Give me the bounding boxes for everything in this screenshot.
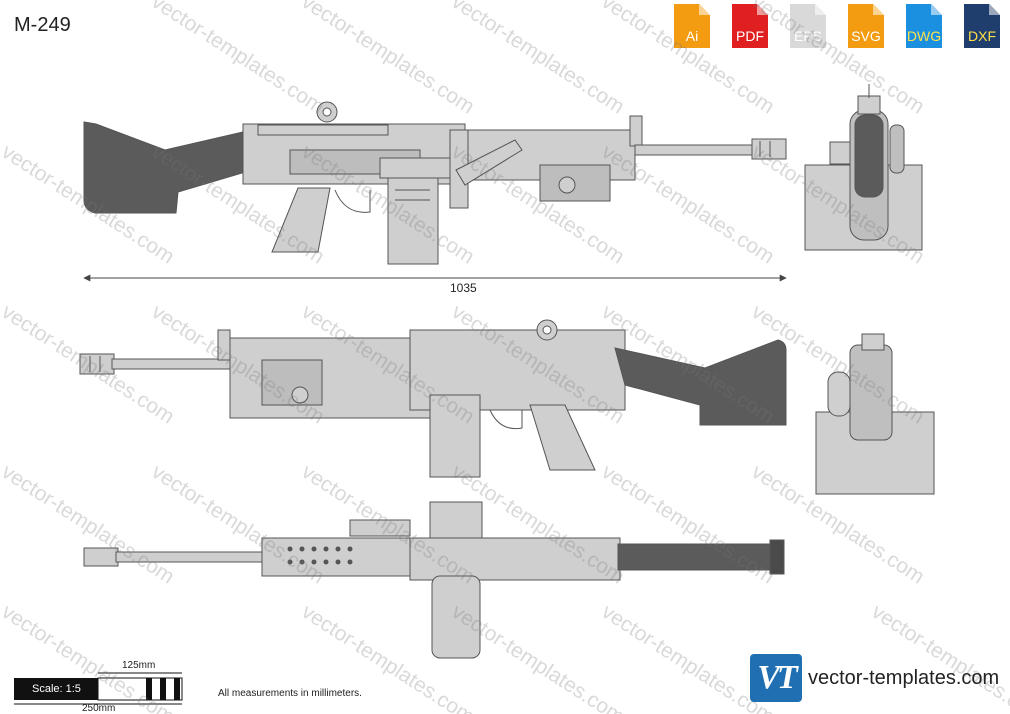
dimension-label: 1035 <box>450 281 477 295</box>
side-view-left <box>79 319 787 478</box>
rear-view <box>815 333 935 495</box>
scale-label: Scale: 1:5 <box>14 678 98 700</box>
magazine-left <box>429 394 481 478</box>
vt-logo-icon: VT <box>750 654 802 702</box>
side-view-right <box>83 101 787 265</box>
format-eps-label: EPS <box>793 28 822 44</box>
format-badges: Ai PDF EPS SVG DWG DXF <box>666 4 1008 52</box>
flash-hider-left <box>79 353 115 375</box>
format-dwg-button[interactable]: DWG <box>898 4 950 52</box>
measurement-note: All measurements in millimeters. <box>218 688 362 699</box>
flash-hider <box>751 138 787 160</box>
barrel <box>634 144 756 156</box>
scale-bar-graphic <box>14 672 183 705</box>
flash-hider-top <box>83 547 119 567</box>
format-dwg-label: DWG <box>906 28 942 44</box>
format-svg-button[interactable]: SVG <box>840 4 892 52</box>
format-pdf-label: PDF <box>736 28 764 44</box>
barrel-top <box>115 551 277 563</box>
top-view <box>83 501 785 659</box>
format-ai-button[interactable]: Ai <box>666 4 718 52</box>
ammo-box-rear <box>815 411 935 495</box>
format-pdf-button[interactable]: PDF <box>724 4 776 52</box>
format-ai-label: Ai <box>685 28 699 44</box>
front-view-upper <box>804 84 923 251</box>
handguard-left <box>229 337 431 419</box>
scale-mark-250mm: 250mm <box>82 703 116 714</box>
format-dxf-button[interactable]: DXF <box>956 4 1008 52</box>
format-eps-button[interactable]: EPS <box>782 4 834 52</box>
page-title: M-249 <box>14 14 71 36</box>
format-svg-label: SVG <box>851 28 881 44</box>
pistol-grip-left <box>529 404 596 471</box>
stock-top <box>617 543 773 571</box>
stock-shape <box>83 121 253 214</box>
format-dxf-label: DXF <box>968 28 996 44</box>
scale-mark-125mm: 125mm <box>122 660 156 671</box>
logo-text: vector-templates.com <box>808 666 1000 689</box>
pistol-grip <box>271 187 331 253</box>
site-logo[interactable]: VT vector-templates.com <box>750 654 999 702</box>
magazine <box>387 177 439 265</box>
stock-left <box>614 339 787 426</box>
